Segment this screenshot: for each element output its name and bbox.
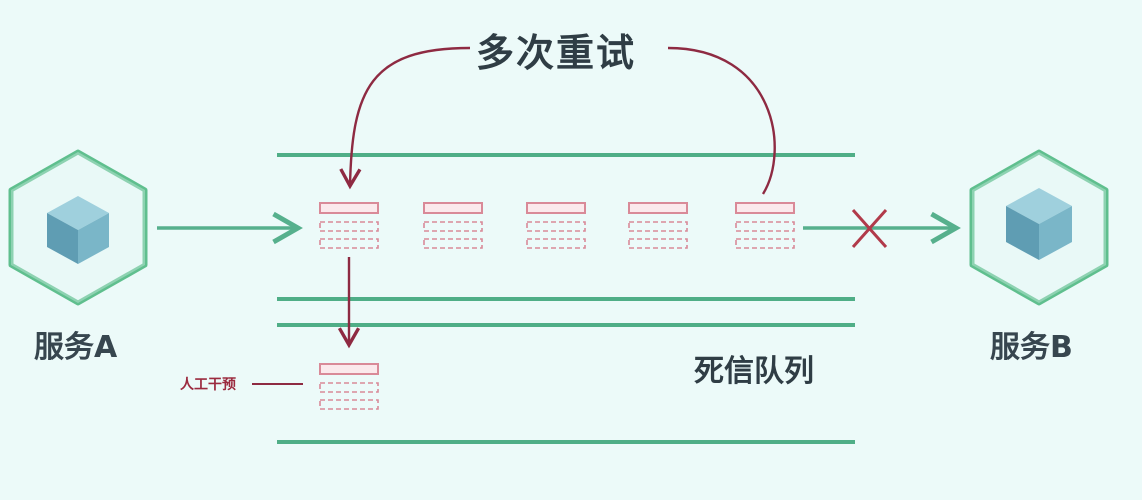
service-a-hexagon-cube-icon	[8, 149, 148, 306]
queue-message	[319, 202, 379, 249]
service-b-hexagon-cube-icon	[969, 149, 1109, 306]
retry-label: 多次重试	[476, 31, 637, 75]
cross-icon	[851, 209, 888, 248]
manual-intervention-label: 人工干预	[180, 377, 236, 393]
service-a-label: 服务A	[34, 330, 118, 365]
queue-message	[735, 202, 795, 249]
service-b-label: 服务B	[990, 330, 1073, 365]
queue-message	[526, 202, 586, 249]
dead-letter-message	[319, 363, 379, 410]
queue-message	[628, 202, 688, 249]
retry-loop-arrow	[350, 46, 776, 194]
dead-letter-queue-label: 死信队列	[694, 354, 814, 389]
queue-message	[423, 202, 483, 249]
